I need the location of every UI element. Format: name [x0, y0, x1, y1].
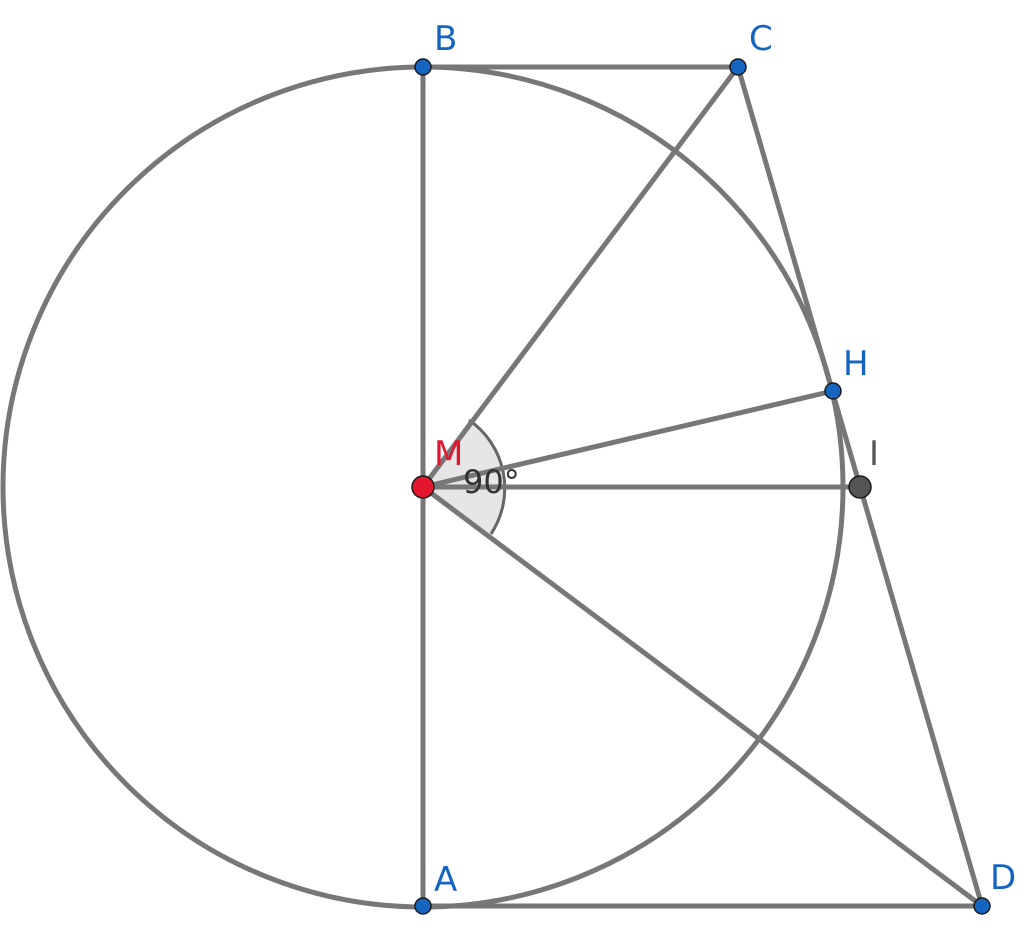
- angle-arc-cmd: [468, 418, 507, 535]
- label-d: D: [990, 858, 1016, 898]
- label-c: C: [749, 19, 773, 59]
- point-a[interactable]: [414, 897, 432, 915]
- label-h: H: [843, 344, 869, 384]
- angle-label: 90°: [463, 463, 520, 501]
- point-h[interactable]: [824, 382, 842, 400]
- label-b: B: [434, 19, 457, 59]
- label-a: A: [434, 860, 457, 900]
- label-m: M: [434, 434, 463, 474]
- point-m[interactable]: [411, 475, 435, 499]
- label-i: I: [869, 434, 879, 474]
- point-c[interactable]: [729, 58, 747, 76]
- point-b[interactable]: [414, 58, 432, 76]
- segment-md: [420, 484, 985, 909]
- point-d[interactable]: [973, 897, 991, 915]
- point-i[interactable]: [848, 475, 872, 499]
- segment-mc: [420, 64, 741, 490]
- segment-mh: [420, 388, 836, 490]
